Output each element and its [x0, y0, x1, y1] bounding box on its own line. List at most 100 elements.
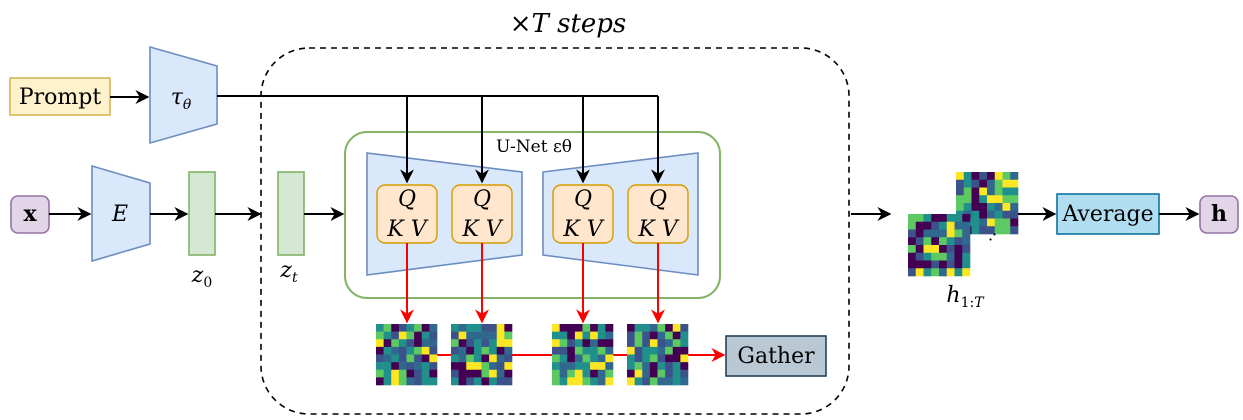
heatmap-cell: [665, 331, 674, 340]
heatmap-cell: [466, 324, 475, 332]
heatmap-cell: [552, 362, 560, 371]
heatmap-cell: [915, 268, 924, 277]
unet-up-block: [542, 152, 699, 276]
heatmap-cell: [979, 179, 988, 188]
heatmap-cell: [481, 339, 490, 348]
heatmap-cell: [946, 214, 955, 223]
heatmap-cell: [473, 346, 482, 355]
heatmap-cell: [458, 369, 467, 378]
heatmap-cell: [489, 377, 498, 386]
heatmap-cell: [391, 354, 400, 363]
heatmap-cell: [383, 354, 392, 363]
heatmap-cell: [634, 354, 643, 363]
heatmap-cell: [954, 252, 963, 261]
heatmap-cell: [1002, 203, 1011, 212]
heatmap-cell: [574, 339, 583, 348]
heatmap-cell: [559, 331, 568, 340]
heatmap-cell: [657, 339, 666, 348]
heatmap-cell: [954, 245, 963, 254]
heatmap-cell: [398, 331, 407, 340]
heatmap-cell: [383, 362, 392, 371]
heatmap-cell: [680, 354, 689, 363]
heatmap-cell: [605, 377, 614, 386]
heatmap-cell: [559, 354, 568, 363]
heatmap-cell: [954, 237, 963, 246]
heatmap-cell: [391, 369, 400, 378]
heatmap-cell: [504, 377, 513, 386]
heatmap-cell: [908, 245, 917, 254]
h1T-label: h1:T: [946, 283, 985, 311]
heatmap-cell: [590, 377, 599, 386]
heatmap-cell: [582, 331, 591, 340]
heatmap-cell: [391, 377, 400, 386]
heatmap-cell: [954, 268, 963, 277]
heatmap-cell: [421, 324, 430, 332]
heatmap-cell: [466, 362, 475, 371]
heatmap-cell: [979, 226, 988, 235]
heatmap-cell: [672, 339, 681, 348]
average-box: [1056, 193, 1160, 235]
heatmap-cell: [649, 339, 658, 348]
heatmap-cell: [672, 362, 681, 371]
heatmap-cell: [574, 354, 583, 363]
heatmap-cell: [931, 252, 940, 261]
heatmap-cell: [680, 369, 689, 378]
heatmap-cell: [979, 187, 988, 196]
heatmap-cell: [1002, 172, 1011, 181]
heatmap-cell: [504, 324, 513, 332]
heatmap-cell: [605, 346, 614, 355]
text-encoder-tau: [149, 45, 218, 145]
heatmap-cell: [414, 354, 423, 363]
heatmap-cell: [451, 324, 459, 332]
heatmap-cell: [567, 324, 576, 332]
heatmap-cell: [915, 260, 924, 269]
heatmap-cell: [1010, 218, 1019, 227]
heatmap-cell: [552, 377, 560, 386]
heatmap-cell: [590, 331, 599, 340]
heatmap-cell: [421, 354, 430, 363]
heatmap-cell: [971, 218, 980, 227]
heatmap-cell: [376, 369, 384, 378]
heatmap-cell: [634, 324, 643, 332]
heatmap-cell: [908, 229, 917, 238]
attn-kv-label: K V: [637, 217, 679, 242]
attention-map-2: [451, 324, 513, 386]
heatmap-cell: [962, 229, 971, 238]
heatmap-cell: [994, 203, 1003, 212]
heatmap-cell: [634, 346, 643, 355]
heatmap-cell: [574, 362, 583, 371]
heatmap-cell: [504, 369, 513, 378]
heatmap-cell: [946, 268, 955, 277]
heatmap-cell: [954, 260, 963, 269]
heatmap-cell: [504, 346, 513, 355]
heatmap-cell: [939, 221, 948, 230]
attn-q-label: Q: [649, 187, 667, 212]
heatmap-cell: [908, 260, 917, 269]
attn-q-label: Q: [574, 187, 592, 212]
attention-block-4: Q K V: [627, 184, 689, 244]
heatmap-cell: [946, 229, 955, 238]
heatmap-cell: [649, 331, 658, 340]
heatmap-cell: [406, 331, 415, 340]
heatmap-cell: [987, 203, 996, 212]
heatmap-cell: [466, 369, 475, 378]
heatmap-cell: [672, 346, 681, 355]
heatmap-cell: [915, 237, 924, 246]
heatmap-cell: [908, 252, 917, 261]
heatmap-cell: [962, 237, 971, 246]
heatmap-cell: [496, 331, 505, 340]
heatmap-cell: [627, 362, 635, 371]
heatmap-cell: [582, 369, 591, 378]
heatmap-cell: [954, 229, 963, 238]
heatmap-cell: [642, 346, 651, 355]
heatmap-cell: [665, 354, 674, 363]
heatmap-cell: [504, 354, 513, 363]
heatmap-cell: [680, 362, 689, 371]
attn-kv-label: K V: [562, 217, 604, 242]
heatmap-cell: [963, 203, 972, 212]
heatmap-cell: [406, 369, 415, 378]
heatmap-cell: [383, 339, 392, 348]
heatmap-cell: [657, 331, 666, 340]
heatmap-cell: [473, 377, 482, 386]
feature-map-stack-front: [908, 214, 971, 277]
